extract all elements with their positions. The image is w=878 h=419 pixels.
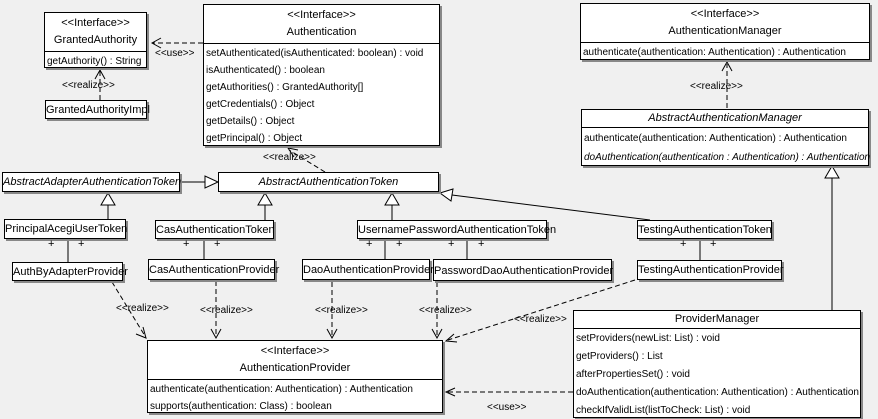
class-name: AbstractAuthenticationManager: [582, 110, 868, 128]
class-granted-authority-impl: GrantedAuthorityImpl: [45, 100, 150, 119]
realize-label: <<realize>>: [116, 303, 169, 314]
generalization-testing-token-to-abstract-token: [438, 188, 651, 221]
realize-label: <<realize>>: [419, 305, 472, 316]
class-name: AuthByAdapterProvider: [13, 266, 128, 278]
class-name: AbstractAdapterAuthenticationToken: [3, 176, 182, 188]
stereotype: <<Interface>>: [61, 17, 130, 29]
stereotype: <<Interface>>: [287, 9, 356, 21]
realize-label: <<realize>>: [263, 152, 316, 163]
class-cas-authentication-token: CasAuthenticationToken: [155, 220, 275, 239]
realize-label: <<realize>>: [514, 314, 567, 325]
class-name: Authentication: [286, 26, 357, 38]
realize-arrow-dao-provider: [326, 282, 338, 340]
class-authentication-provider: <<Interface>> AuthenticationProvider aut…: [147, 340, 443, 413]
association-plus-label: +: [396, 238, 403, 250]
method: getProviders() : List: [576, 351, 663, 362]
class-cas-authentication-provider: CasAuthenticationProvider: [148, 259, 280, 280]
class-auth-by-adapter-provider: AuthByAdapterProvider: [12, 262, 128, 281]
realize-arrow-abstract-token-to-authentication: [286, 147, 326, 173]
class-authentication: <<Interface>> Authentication setAuthenti…: [203, 4, 440, 146]
realize-arrow-cas-provider: [210, 281, 222, 340]
class-testing-authentication-provider: TestingAuthenticationProvider: [637, 260, 784, 280]
class-name: UsernamePasswordAuthenticationToken: [358, 224, 557, 236]
realize-arrow-grantedauthorityimpl: [94, 68, 106, 100]
method: authenticate(authentication: Authenticat…: [150, 384, 413, 395]
use-arrow-provider-manager-to-authentication-provider: [444, 387, 573, 397]
association-plus-label: +: [183, 238, 190, 250]
class-name: DaoAuthenticationProvider: [303, 264, 434, 276]
class-abstract-authentication-manager: AbstractAuthenticationManager authentica…: [581, 109, 871, 166]
method: getCredentials() : Object: [206, 99, 315, 110]
method: authenticate(authentication: Authenticat…: [584, 133, 847, 144]
generalization-provider-manager-to-abstract-manager: [824, 165, 840, 310]
association-plus-label: +: [214, 238, 221, 250]
use-label: <<use>>: [155, 48, 195, 59]
class-name: TestingAuthenticationToken: [638, 224, 772, 236]
class-dao-authentication-provider: DaoAuthenticationProvider: [302, 259, 434, 280]
class-name: PasswordDaoAuthenticationProvider: [434, 265, 614, 277]
method: setProviders(newList: List) : void: [576, 333, 720, 344]
stereotype: <<Interface>>: [690, 8, 760, 20]
generalization-adapter-token-to-abstract-token: [180, 175, 220, 189]
class-name: GrantedAuthorityImpl: [46, 104, 150, 116]
association-plus-label: +: [366, 238, 373, 250]
method: getAuthority() : String: [47, 56, 142, 67]
class-testing-authentication-token: TestingAuthenticationToken: [637, 220, 772, 239]
method: authenticate(authentication: Authenticat…: [583, 47, 846, 58]
generalization-principal-token-to-adapter-token: [100, 192, 116, 219]
use-arrow-authentication-to-grantedauthority: [150, 37, 203, 49]
method: setAuthenticated(isAuthenticated: boolea…: [206, 48, 424, 59]
realize-arrow-passworddao-provider: [431, 282, 443, 340]
realize-arrow-testing-provider: [444, 279, 636, 343]
class-name: CasAuthenticationToken: [156, 224, 275, 236]
class-granted-authority: <<Interface>> GrantedAuthority getAuthor…: [44, 12, 147, 68]
association-plus-label: +: [478, 238, 485, 250]
class-name: TestingAuthenticationProvider: [638, 264, 784, 276]
class-password-dao-authentication-provider: PasswordDaoAuthenticationProvider: [433, 259, 614, 281]
realize-arrow-abstract-manager-to-authentication-manager: [721, 60, 733, 108]
realize-arrow-authbyadapter-provider: [111, 281, 147, 339]
realize-label: <<realize>>: [315, 305, 368, 316]
method: getDetails() : Object: [206, 116, 295, 127]
class-authentication-manager: <<Interface>> AuthenticationManager auth…: [580, 3, 870, 60]
association-plus-label: +: [680, 238, 687, 250]
realize-label: <<realize>>: [200, 305, 253, 316]
association-plus-label: +: [448, 238, 455, 250]
association-plus-label: +: [710, 238, 717, 250]
class-abstract-adapter-authentication-token: AbstractAdapterAuthenticationToken: [2, 172, 182, 192]
method: supports(authentication: Class) : boolea…: [150, 401, 332, 412]
class-name: AuthenticationProvider: [239, 362, 351, 374]
method: doAuthentication(authentication: Authent…: [576, 387, 859, 398]
class-principal-acegi-user-token: PrincipalAcegiUserToken: [4, 219, 128, 239]
method: checkIfValidList(listToCheck: List) : vo…: [576, 405, 751, 416]
method: afterPropertiesSet() : void: [576, 369, 690, 380]
generalization-usernamepassword-token-to-abstract-token: [384, 192, 400, 220]
class-name: PrincipalAcegiUserToken: [5, 223, 128, 235]
method: isAuthenticated() : boolean: [206, 65, 325, 76]
class-name: AbstractAuthenticationToken: [258, 176, 399, 188]
class-name: CasAuthenticationProvider: [149, 264, 280, 276]
class-abstract-authentication-token: AbstractAuthenticationToken: [218, 172, 439, 192]
class-provider-manager: ProviderManager setProviders(newList: Li…: [573, 310, 861, 418]
realize-label: <<realize>>: [62, 80, 115, 91]
class-name: GrantedAuthority: [53, 34, 138, 46]
method: doAuthentication(authentication : Authen…: [584, 152, 871, 163]
association-plus-label: +: [48, 238, 55, 250]
generalization-cas-token-to-abstract-token: [257, 192, 273, 220]
class-username-password-authentication-token: UsernamePasswordAuthenticationToken: [357, 220, 557, 239]
class-name: AuthenticationManager: [668, 25, 782, 37]
class-name: ProviderManager: [574, 311, 860, 329]
stereotype: <<Interface>>: [260, 345, 330, 357]
use-label: <<use>>: [487, 402, 527, 413]
association-plus-label: +: [78, 238, 85, 250]
method: getAuthorities() : GrantedAuthority[]: [206, 82, 364, 93]
realize-label: <<realize>>: [690, 81, 743, 92]
method: getPrincipal() : Object: [206, 133, 303, 144]
